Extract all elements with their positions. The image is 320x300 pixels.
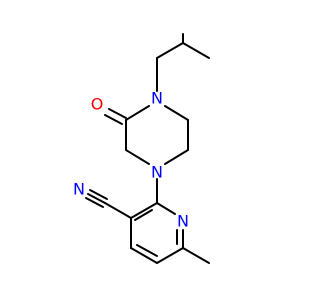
chemical-structure: N N O N N [73,33,210,264]
bond-c4-c5-py [130,247,158,264]
bond-npy-c2 [156,202,176,215]
nitrile-group [85,189,132,219]
atom-label-pyridine-n: N [177,212,189,231]
bond-pyridine-methyl [182,247,210,264]
bond-c2-c3-py [130,202,158,219]
bond-c3-nitrile-c [104,202,132,219]
bond-carbonyl-2 [104,114,123,125]
atom-label-n4: N [151,89,163,108]
bond-c4-c5-py-inner [136,244,158,257]
bond-n4-c3 [125,105,150,121]
isobutyl-group [156,33,210,92]
bond-methyl-right [182,42,210,59]
atom-label-n1: N [151,163,163,182]
piperazinone-ring [125,105,189,165]
atom-label-oxygen: O [91,95,104,114]
bond-c2-c3-py-inner [134,209,153,221]
bond-nitrile-triple-1 [87,193,106,204]
pyridine-ring [130,202,184,264]
bond-methyl-left [156,42,184,59]
carbonyl-group [104,108,127,125]
bond-nitrile-triple-3 [85,197,104,208]
bond-c5-c6-py [156,247,184,264]
atom-label-nitrile-n: N [73,180,85,199]
bond-c5-n4 [164,105,189,121]
bond-c2-n1 [125,149,150,165]
bond-n1-c6 [164,149,189,165]
bond-nitrile-triple-2 [89,189,108,200]
bond-carbonyl-1 [108,108,127,119]
